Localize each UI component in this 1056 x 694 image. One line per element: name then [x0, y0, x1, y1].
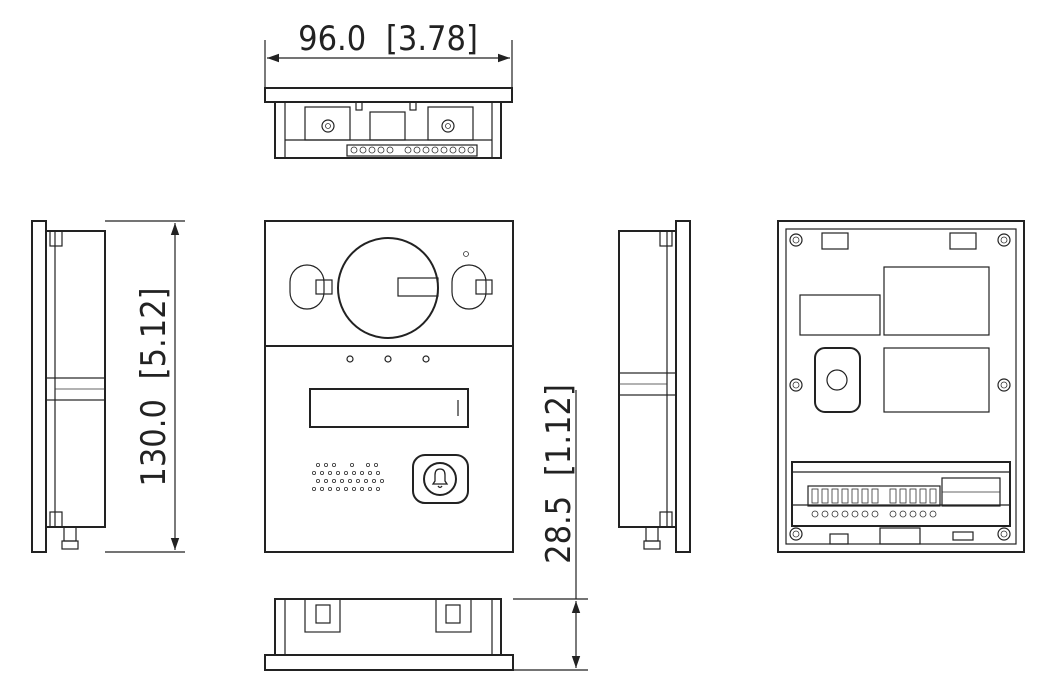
indicator-light	[384, 355, 392, 363]
indicator-light	[422, 355, 430, 363]
top-view	[264, 87, 513, 159]
terminal-screws	[811, 488, 937, 518]
height-mm: 130.0	[134, 399, 174, 487]
speaker-grille	[311, 462, 384, 491]
depth-inch: [1.12]	[539, 384, 579, 476]
height-inch: [5.12]	[134, 287, 174, 379]
light-sensor	[463, 251, 469, 257]
label-area	[883, 347, 990, 413]
top-terminal-pins	[350, 146, 475, 154]
ir-window-left	[289, 264, 325, 310]
ir-window-right	[451, 264, 487, 310]
label-area	[883, 266, 990, 336]
bell-icon	[431, 468, 449, 489]
terminal-block	[791, 461, 1011, 527]
mounting-screws	[789, 233, 1011, 541]
indicator-light	[346, 355, 354, 363]
call-button	[412, 454, 469, 504]
width-dimension-label: 96.0 [3.78]	[298, 19, 478, 59]
label-area	[799, 294, 881, 336]
width-dimension: 96.0 [3.78]	[264, 19, 513, 88]
depth-dimension: 28.5 [1.12]	[513, 384, 588, 671]
height-dimension-label: 130.0 [5.12]	[134, 287, 174, 486]
tamper-switch	[814, 347, 861, 413]
back-view	[777, 220, 1025, 553]
depth-mm: 28.5	[539, 496, 579, 564]
front-view	[264, 220, 514, 553]
left-side-view	[31, 220, 106, 553]
bottom-view	[264, 598, 514, 671]
depth-dimension-label: 28.5 [1.12]	[539, 384, 579, 564]
width-inch: [3.78]	[386, 19, 478, 59]
right-side-view	[618, 220, 691, 553]
height-dimension: 130.0 [5.12]	[105, 220, 185, 553]
width-mm: 96.0	[298, 19, 366, 59]
name-plate	[309, 388, 469, 428]
